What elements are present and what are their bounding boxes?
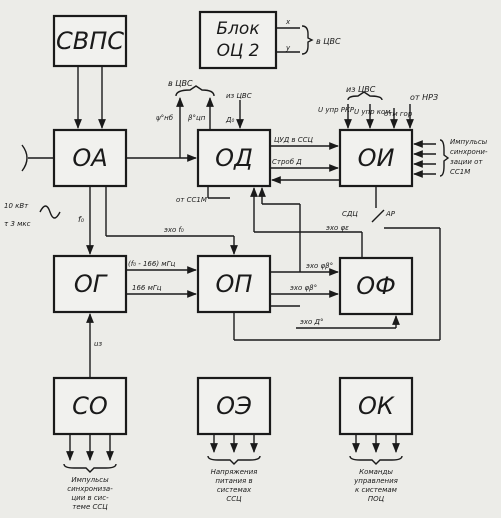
label-d0: Д₀: [225, 116, 234, 124]
label-fo-minus-166: (f₀ - 166) мГц: [128, 260, 175, 268]
label-ok-out-3: к системам: [355, 486, 398, 494]
label-from-tsvs-od: из ЦВС: [226, 92, 252, 100]
block-oa-label: ОА: [72, 144, 107, 172]
label-power-1: 10 кВт: [4, 202, 29, 210]
label-beta-tsp: β°цп: [188, 114, 206, 122]
brace-oi-top: [347, 91, 383, 101]
block-og: [52, 254, 128, 314]
block-ots2-label-1: Блок: [216, 19, 260, 39]
label-ots2-x: x: [285, 18, 291, 26]
so-outputs: [63, 434, 117, 473]
block-ots2-label-2: ОЦ 2: [217, 41, 260, 61]
label-psi-nb: ψ°нб: [156, 114, 174, 122]
label-fo: f₀: [78, 215, 85, 224]
label-strob-d: Строб Д: [272, 158, 302, 166]
label-echo-d: эхо Д°: [300, 318, 323, 326]
switch-sdts-ar: [371, 209, 385, 223]
block-od: [196, 128, 272, 188]
block-oi-label: ОИ: [358, 144, 395, 172]
label-echo-fo: эхо f₀: [164, 226, 184, 234]
label-echo-phi-e: эхо φε: [326, 224, 349, 232]
label-ar: АР: [385, 210, 396, 218]
label-166-mhz: 166 мГц: [132, 284, 162, 292]
brace-od-top: [175, 85, 215, 97]
block-oe: [196, 376, 272, 436]
label-echo-phi-b2: эхо φβ°: [290, 284, 317, 292]
antenna-icon: [21, 144, 28, 172]
label-otm-gor: отм гор: [384, 110, 413, 118]
label-u-upr-rkr: U упр РКР: [318, 106, 355, 114]
block-of: [338, 256, 414, 316]
block-ok-label: ОК: [358, 392, 395, 420]
label-oe-out-2: питания в: [215, 477, 252, 485]
block-of-label: ОФ: [356, 272, 396, 300]
block-ok: [338, 376, 414, 436]
brace-oi-sync: [439, 139, 450, 177]
label-so-out-2: синхрониза-: [67, 485, 113, 493]
block-od-label: ОД: [215, 144, 253, 172]
label-to-tsvs-od: в ЦВС: [168, 79, 193, 88]
label-u3: uз: [94, 340, 102, 348]
label-oe-out-4: ССЦ: [226, 495, 242, 503]
label-echo-phi-b: эхо φβ°: [306, 262, 333, 270]
label-sync-oi-4: СС1М: [450, 168, 470, 176]
label-sync-oi-3: зации от: [450, 158, 483, 166]
label-oe-out-1: Напряжения: [211, 468, 258, 476]
oe-outputs: [207, 434, 261, 465]
label-ok-out-2: управления: [353, 477, 398, 485]
label-from-tsvs-oi: из ЦВС: [346, 85, 376, 94]
ok-outputs: [349, 434, 403, 465]
block-so-label: СО: [72, 392, 108, 420]
label-ok-out-4: ПОЦ: [368, 495, 385, 503]
block-ots2: [198, 10, 278, 70]
label-ok-out-1: Команды: [359, 468, 393, 476]
label-sync-oi-1: Импульсы: [450, 138, 488, 146]
label-from-ss1m: от СС1М: [176, 196, 207, 204]
brace-ots2: [301, 25, 314, 55]
label-so-out-1: Импульсы: [71, 476, 109, 484]
label-to-tsvs-top: в ЦВС: [316, 37, 341, 46]
label-oe-out-3: системах: [217, 486, 252, 494]
label-from-nrz: от НРЗ: [410, 93, 438, 102]
block-oe-label: ОЭ: [216, 392, 252, 420]
pulse-icon: [39, 205, 61, 219]
block-og-label: ОГ: [74, 270, 108, 298]
label-tsud-ssts: ЦУД в ССЦ: [274, 136, 314, 144]
block-op-label: ОП: [216, 270, 253, 298]
label-so-out-3: ции в сис-: [71, 494, 109, 502]
label-so-out-4: теме ССЦ: [72, 503, 108, 511]
label-u-upr-kom: U упр ком: [354, 108, 391, 116]
label-sync-oi-2: синхрони-: [450, 148, 488, 156]
block-svps-label: СВПС: [56, 27, 124, 55]
label-sdts: СДЦ: [342, 210, 358, 218]
block-svps: [52, 14, 128, 68]
label-power-2: τ 3 мкс: [4, 220, 31, 228]
label-ots2-y: y: [285, 44, 291, 52]
